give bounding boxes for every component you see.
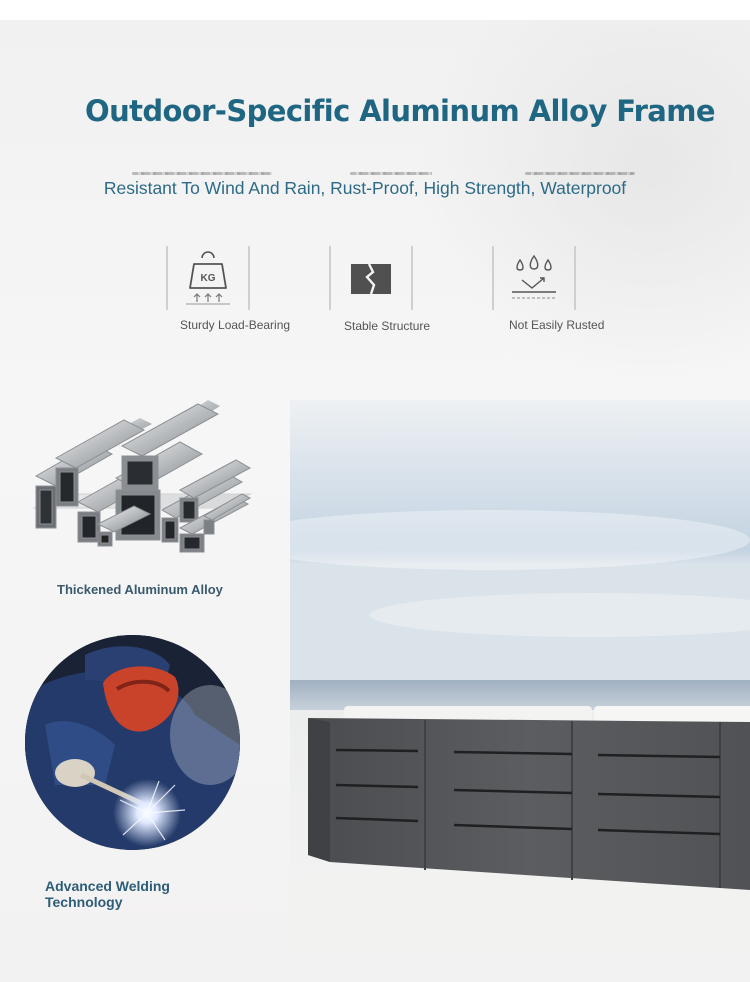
feature-rust-resistant: Not Easily Rusted — [492, 246, 642, 336]
outdoor-sofa-frame-image — [290, 400, 750, 955]
divider — [411, 246, 413, 310]
feature-stable-structure: Stable Structure — [329, 246, 479, 336]
cracked-block-icon — [351, 263, 391, 295]
aluminum-tubes-image — [32, 400, 252, 553]
brush-stroke-decoration — [525, 172, 635, 175]
welder-image — [25, 635, 240, 850]
feature-label: Not Easily Rusted — [509, 318, 605, 332]
divider — [492, 246, 494, 310]
brush-stroke-decoration — [132, 172, 272, 175]
feature-label: Stable Structure — [344, 319, 431, 333]
divider — [329, 246, 331, 310]
divider — [248, 246, 250, 310]
feature-load-bearing: KG Sturdy Load-Bearing — [166, 246, 316, 336]
highlight-caption-line: Advanced Welding — [45, 878, 170, 894]
section-title: Outdoor-Specific Aluminum Alloy Frame — [85, 94, 716, 128]
feature-label: Sturdy Load-Bearing — [180, 318, 291, 332]
product-detail-section: Outdoor-Specific Aluminum Alloy Frame Re… — [0, 20, 750, 982]
highlight-caption-line: Technology — [45, 894, 123, 910]
water-drops-icon — [512, 254, 556, 299]
divider — [166, 246, 168, 310]
highlight-caption: Advanced Welding Technology — [45, 878, 205, 910]
brush-stroke-decoration — [350, 172, 432, 175]
section-subtitle: Resistant To Wind And Rain, Rust-Proof, … — [103, 178, 627, 198]
highlight-caption: Thickened Aluminum Alloy — [57, 582, 223, 597]
divider — [574, 246, 576, 310]
weight-kg-icon: KG — [186, 251, 230, 305]
weight-kg-label: KG — [201, 273, 216, 284]
